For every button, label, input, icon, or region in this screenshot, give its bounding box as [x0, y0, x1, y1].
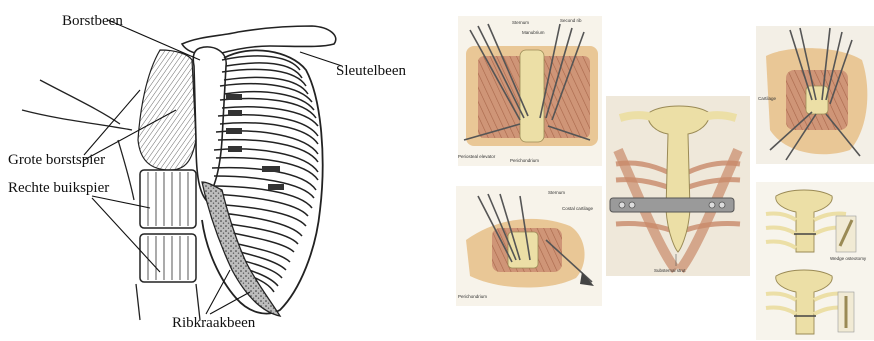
- pectoralis-muscle-shape: [138, 50, 196, 170]
- label-ribkraakbeen: Ribkraakbeen: [172, 315, 256, 331]
- panel-b-perichondrium: Perichondrium: [458, 294, 487, 299]
- label-borstbeen: Borstbeen: [62, 13, 123, 29]
- surgical-panel-d: Cartilage: [756, 26, 874, 164]
- chest-anatomy-diagram: Borstbeen Sleutelbeen Grote borstspier R…: [8, 13, 406, 331]
- rectus-abdominis-shape: [136, 170, 200, 320]
- label-sleutelbeen: Sleutelbeen: [336, 63, 406, 79]
- panel-a-perichondrium: Perichondrium: [510, 158, 539, 163]
- label-rechte-buikspier: Rechte buikspier: [8, 180, 109, 196]
- surgical-panel-a: Sternum Manubrium Second rib Periosteal …: [458, 16, 602, 166]
- panel-a-periosteal-elevator: Periosteal elevator: [458, 154, 496, 159]
- surgical-panel-b: Sternum Costal cartilage Perichondrium: [456, 186, 602, 306]
- panel-e-wedge-osteotomy: Wedge osteotomy: [830, 256, 867, 261]
- panel-a-sternum: Sternum: [512, 20, 529, 25]
- panel-b-sternum: Sternum: [548, 190, 565, 195]
- panel-b-costal-cartilage: Costal cartilage: [562, 206, 594, 211]
- costal-cartilage-shape: [202, 182, 280, 316]
- panel-c-substernal-strut: Substernal strut: [654, 268, 686, 273]
- panel-a-manubrium: Manubrium: [522, 30, 545, 35]
- surgical-panel-c: Substernal strut: [606, 96, 750, 276]
- panel-d-cartilage: Cartilage: [758, 96, 777, 101]
- panel-a-second-rib: Second rib: [560, 18, 582, 23]
- surgical-panel-e: Wedge osteotomy: [756, 182, 874, 340]
- label-grote-borstspier: Grote borstspier: [8, 152, 105, 168]
